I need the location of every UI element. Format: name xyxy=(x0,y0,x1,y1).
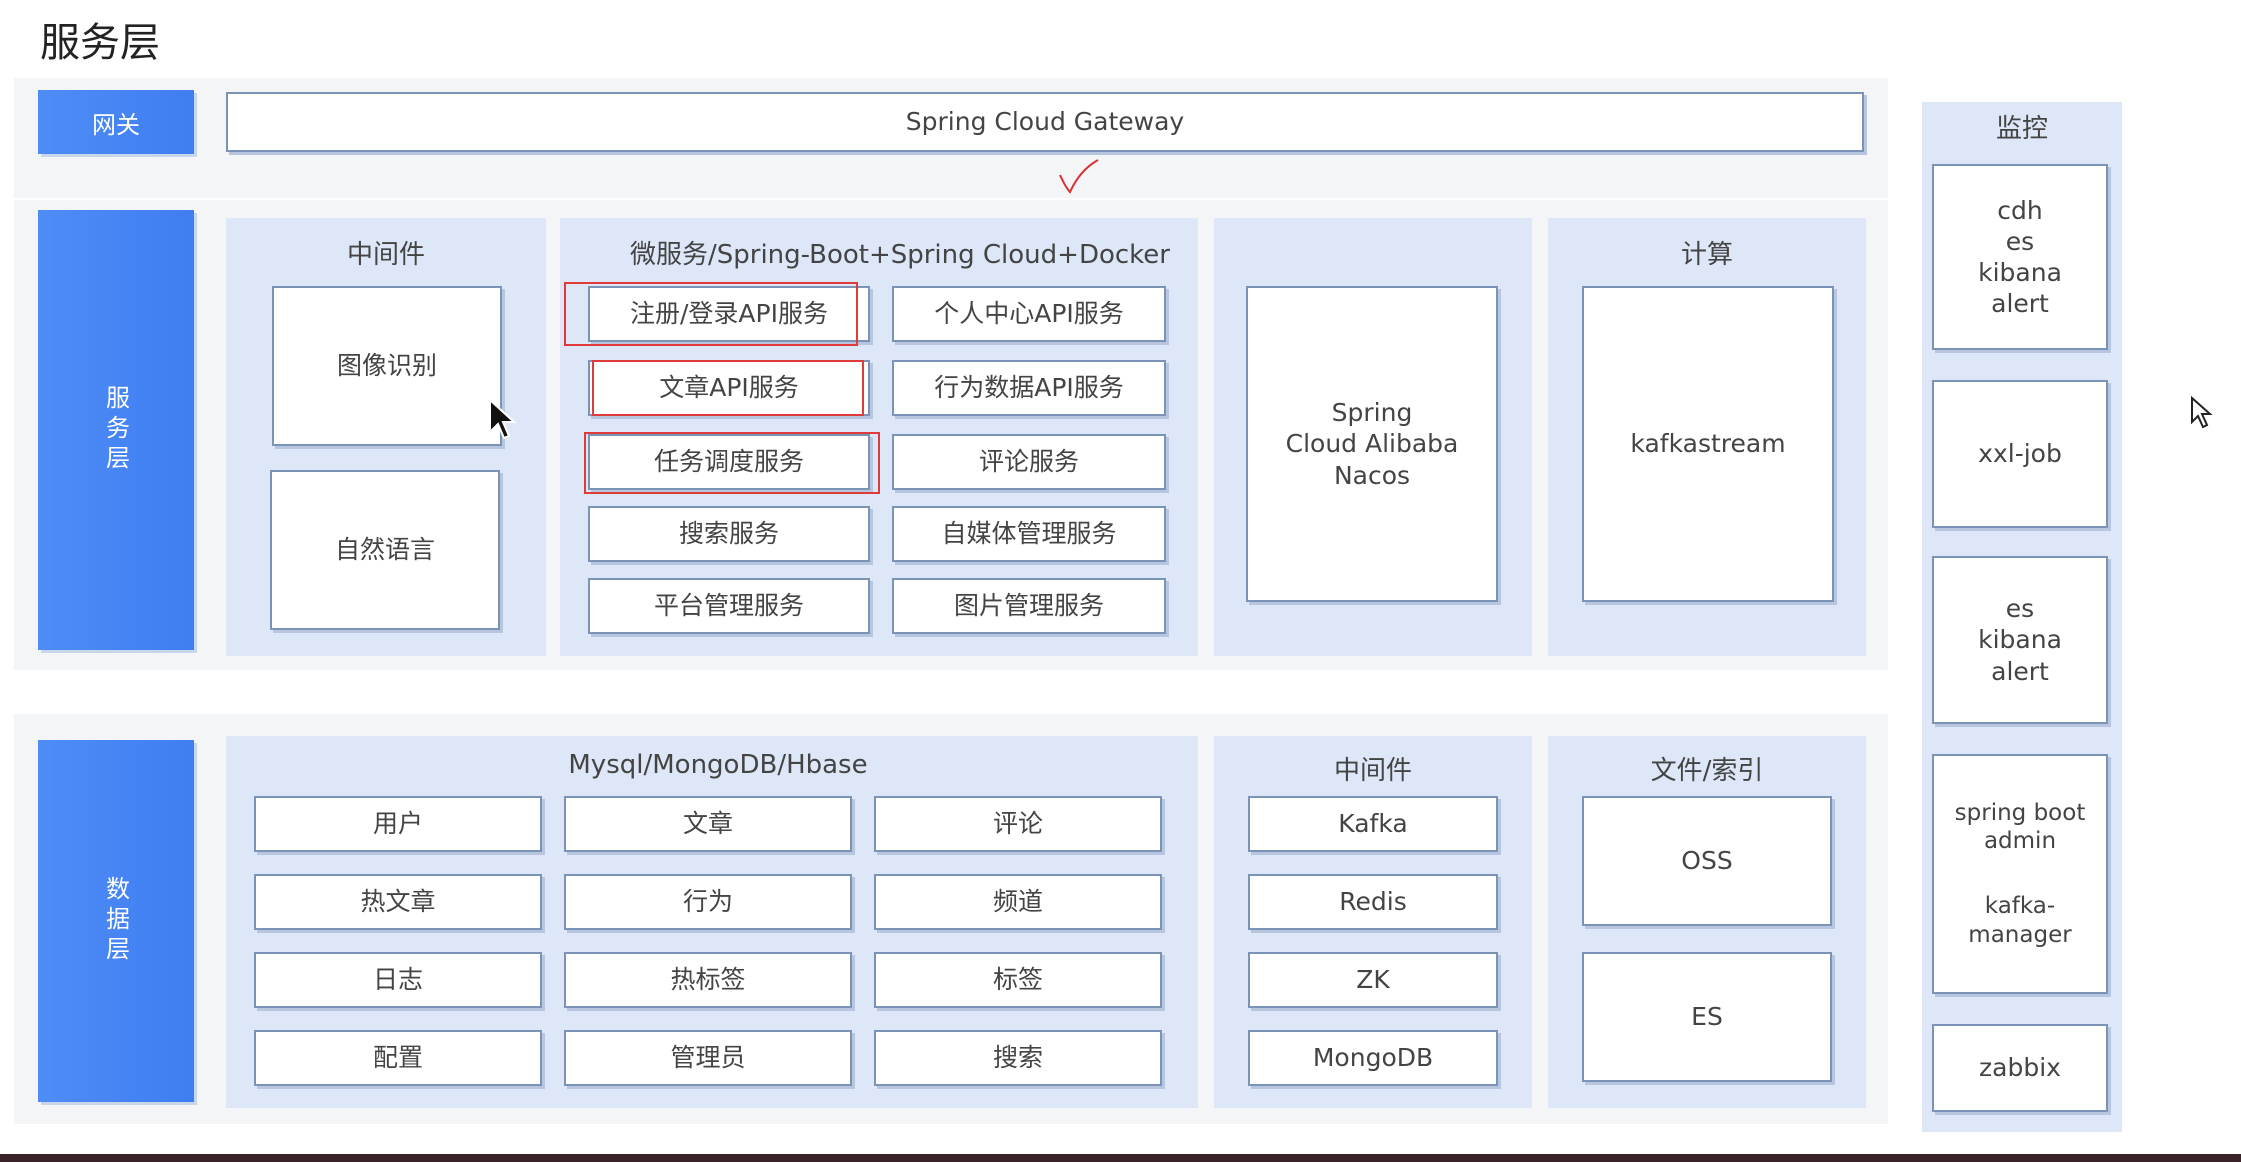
db-channel: 频道 xyxy=(874,874,1162,930)
data-layer-label: 数据层 xyxy=(38,740,194,1102)
highlight-frame-register xyxy=(564,282,858,346)
db-log: 日志 xyxy=(254,952,542,1008)
monitoring-title: 监控 xyxy=(1995,114,2048,144)
db-user: 用户 xyxy=(254,796,542,852)
checkmark-annotation xyxy=(1059,159,1099,194)
db-hot-article: 热文章 xyxy=(254,874,542,930)
monitor-cdh-box: cdh es kibana alert xyxy=(1932,164,2108,350)
db-admin: 管理员 xyxy=(564,1030,852,1086)
files-title: 文件/索引 xyxy=(1650,756,1764,786)
monitor-es-box: es kibana alert xyxy=(1932,556,2108,724)
service-layer-label: 服务层 xyxy=(38,210,194,650)
file-es: ES xyxy=(1582,952,1832,1082)
mw-redis: Redis xyxy=(1248,874,1498,930)
db-search: 搜索 xyxy=(874,1030,1162,1086)
db-behavior: 行为 xyxy=(564,874,852,930)
db-hot-tag: 热标签 xyxy=(564,952,852,1008)
service-media-management: 自媒体管理服务 xyxy=(892,506,1166,562)
service-personal-center: 个人中心API服务 xyxy=(892,286,1166,342)
nacos-box: Spring Cloud Alibaba Nacos xyxy=(1246,286,1498,602)
database-title: Mysql/MongoDB/Hbase xyxy=(568,750,868,780)
mw-zk: ZK xyxy=(1248,952,1498,1008)
gateway-box: Spring Cloud Gateway xyxy=(226,92,1864,152)
natural-language-box: 自然语言 xyxy=(270,470,500,630)
mw-mongodb: MongoDB xyxy=(1248,1030,1498,1086)
highlight-frame-article xyxy=(592,360,864,416)
db-config: 配置 xyxy=(254,1030,542,1086)
db-comment: 评论 xyxy=(874,796,1162,852)
page-title: 服务层 xyxy=(40,20,160,66)
service-platform-management: 平台管理服务 xyxy=(588,578,870,634)
service-task-scheduling: 任务调度服务 xyxy=(588,434,870,490)
monitor-zabbix-box: zabbix xyxy=(1932,1024,2108,1112)
compute-title: 计算 xyxy=(1680,240,1733,270)
service-comment: 评论服务 xyxy=(892,434,1166,490)
highlight-frame-task xyxy=(584,432,880,494)
service-behavior-data: 行为数据API服务 xyxy=(892,360,1166,416)
bottom-strip xyxy=(0,1154,2241,1162)
gateway-label: 网关 xyxy=(38,90,194,154)
service-register-login: 注册/登录API服务 xyxy=(588,286,870,342)
data-middleware-title: 中间件 xyxy=(1333,756,1412,786)
monitor-xxljob-box: xxl-job xyxy=(1932,380,2108,528)
kafkastream-box: kafkastream xyxy=(1582,286,1834,602)
mouse-cursor-icon xyxy=(489,398,517,440)
monitor-springboot-box: spring boot admin kafka- manager xyxy=(1932,754,2108,994)
pointer-cursor-icon xyxy=(2191,396,2213,429)
middleware-title: 中间件 xyxy=(346,240,425,270)
service-search: 搜索服务 xyxy=(588,506,870,562)
db-tag: 标签 xyxy=(874,952,1162,1008)
db-article: 文章 xyxy=(564,796,852,852)
image-recognition-box: 图像识别 xyxy=(272,286,502,446)
microservices-title: 微服务/Spring-Boot+Spring Cloud+Docker xyxy=(629,240,1170,270)
file-oss: OSS xyxy=(1582,796,1832,926)
mw-kafka: Kafka xyxy=(1248,796,1498,852)
service-image-management: 图片管理服务 xyxy=(892,578,1166,634)
